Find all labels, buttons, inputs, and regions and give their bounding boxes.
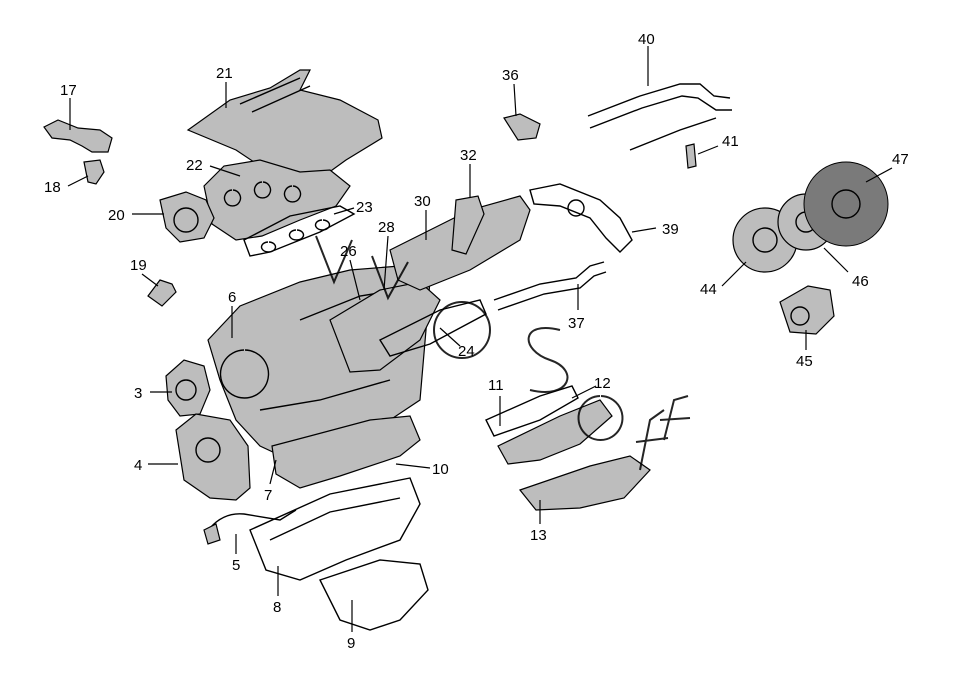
part-47-pressure-plate [803,161,893,247]
watermark-logo [315,235,691,471]
callout-28: 28 [378,219,395,236]
callout-4: 4 [134,457,142,474]
part-17-thermostat-housing [43,98,113,153]
callout-24: 24 [458,343,475,360]
callout-20: 20 [108,207,125,224]
callout-36: 36 [502,67,519,84]
callout-39: 39 [662,221,679,238]
callout-45: 45 [796,353,813,370]
part-4-timing-cover [148,413,251,501]
callout-10: 10 [432,461,449,478]
callout-17: 17 [60,82,77,99]
callout-3: 3 [134,385,142,402]
part-32-ignition-coil [451,164,485,255]
callout-13: 13 [530,527,547,544]
part-3-water-pump [150,359,211,417]
callout-40: 40 [638,31,655,48]
part-36-sensor [503,83,541,141]
part-39-water-manifold [529,183,657,253]
callout-47: 47 [892,151,909,168]
part-5-dipstick [203,509,297,554]
part-9-lower-oil-pan [319,559,429,632]
callout-8: 8 [273,599,281,616]
part-41-injector [685,143,719,169]
part-8-oil-pan [249,477,421,596]
part-22-intake-manifold [203,159,351,241]
callout-32: 32 [460,147,477,164]
callout-37: 37 [568,315,585,332]
callout-7: 7 [264,487,272,504]
callout-18: 18 [44,179,61,196]
callout-21: 21 [216,65,233,82]
part-26-28-cylinder-head [329,235,441,373]
part-20-throttle-body [132,191,215,243]
part-11-12-gaskets [485,385,613,465]
callout-5: 5 [232,557,240,574]
callout-22: 22 [186,157,203,174]
part-18-sensor [67,159,105,187]
callout-46: 46 [852,273,869,290]
callout-30: 30 [414,193,431,210]
callout-23: 23 [356,199,373,216]
callout-19: 19 [130,257,147,274]
callout-41: 41 [722,133,739,150]
callout-11: 11 [488,377,504,394]
part-7-10-bedplate [269,415,431,489]
callout-9: 9 [347,635,355,652]
part-37-coolant-pipe [493,261,607,311]
part-19-sensor [141,273,177,307]
callout-44: 44 [700,281,717,298]
callout-26: 26 [340,243,357,260]
part-45-starter [779,285,835,350]
part-40-fuel-rail [587,46,732,151]
part-13-pan [518,455,651,524]
callout-6: 6 [228,289,236,306]
part-23-gasket [243,205,356,257]
callout-12: 12 [594,375,611,392]
